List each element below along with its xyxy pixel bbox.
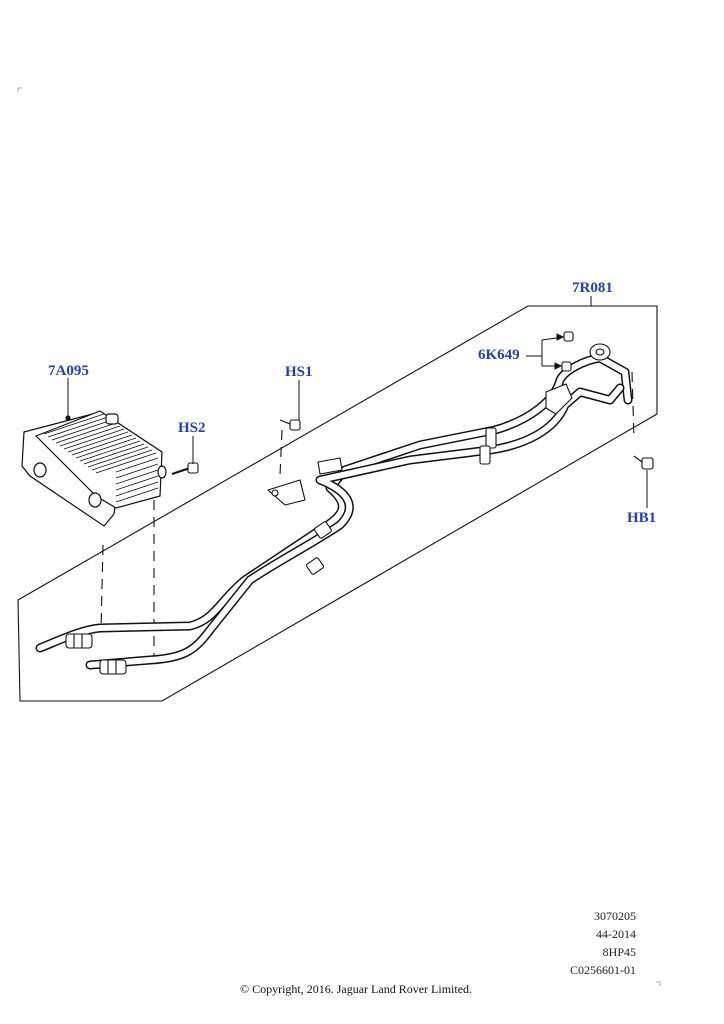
clips-leader [526, 333, 565, 370]
reference-code-1: 3070205 [594, 909, 636, 923]
reference-code-4: C0256601-01 [570, 963, 636, 977]
reference-code-3: 8HP45 [602, 945, 636, 959]
callout-bolt-hs1: HS1 [285, 364, 313, 380]
cooler-hose-assembly-part [35, 343, 633, 675]
oil-cooler-part [21, 410, 167, 527]
copyright-notice: © Copyright, 2016. Jaguar Land Rover Lim… [239, 982, 473, 996]
corner-mark-top-left [17, 87, 22, 92]
bolt-hs1-part [279, 419, 301, 431]
reference-code-2: 44-2014 [596, 927, 636, 941]
callout-cooler-7a095: 7A095 [48, 363, 89, 379]
callout-clips-6k649: 6K649 [478, 347, 520, 363]
bolt-hs2-part [171, 462, 199, 475]
alignment-dashes [100, 371, 635, 655]
callout-bolt-hs2: HS2 [178, 420, 206, 436]
corner-mark-bottom-right [656, 981, 661, 986]
callout-bolt-hb1: HB1 [627, 510, 657, 526]
clips-part [561, 331, 574, 372]
bolt-hb1-part [633, 455, 654, 470]
assembly-boundary [17, 305, 658, 702]
callout-hose-assembly-7r081: 7R081 [572, 280, 613, 296]
